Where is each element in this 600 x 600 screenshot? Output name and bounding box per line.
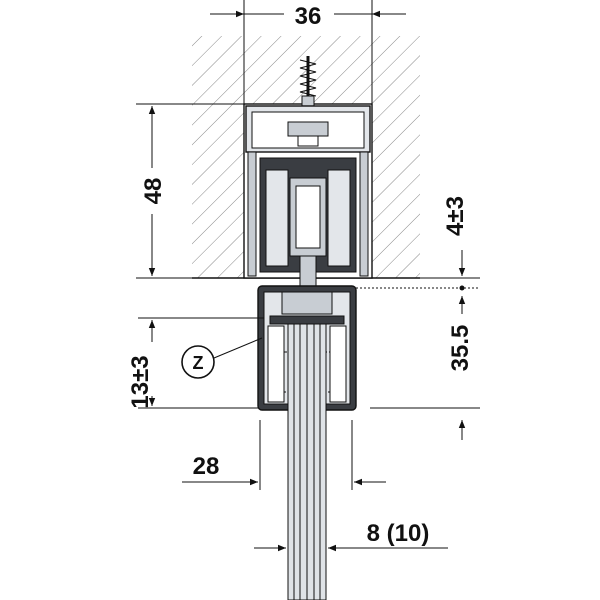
dim-height-left-label: 48 bbox=[140, 178, 167, 205]
dim-width-top: 36 bbox=[210, 0, 406, 104]
dim-height-left-lower: 13±3 bbox=[127, 317, 264, 409]
dim-tolerance-right: 4±3 bbox=[356, 196, 480, 291]
reference-point bbox=[459, 285, 465, 291]
dim-tolerance-right-label: 4±3 bbox=[442, 196, 469, 236]
dim-height-right: 35.5 bbox=[370, 296, 480, 440]
top-track-profile bbox=[245, 105, 371, 277]
dim-width-panel-label: 28 bbox=[193, 453, 220, 480]
dim-glass-thickness-label: 8 (10) bbox=[367, 520, 430, 547]
glass-panel bbox=[287, 323, 327, 600]
dim-height-right-label: 35.5 bbox=[447, 325, 474, 372]
roller-carriage bbox=[259, 157, 357, 291]
dim-height-left-lower-label: 13±3 bbox=[127, 355, 154, 408]
dim-glass-thickness: 8 (10) bbox=[254, 520, 448, 552]
dim-width-panel: 28 bbox=[182, 420, 386, 490]
callout-z-label: Z bbox=[193, 353, 204, 373]
callout-z: Z bbox=[181, 337, 263, 379]
dim-width-top-label: 36 bbox=[295, 3, 322, 30]
dim-height-left: 48 bbox=[136, 103, 244, 279]
